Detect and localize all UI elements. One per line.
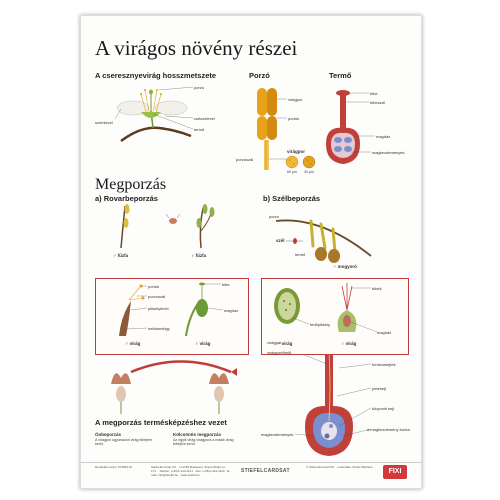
pollen-scale-2: 30 μm (304, 170, 315, 174)
stamen-heading: Porzó (249, 71, 270, 80)
wind-male-flower-text: virág (281, 341, 293, 346)
footer-order: Rendelési szám: 572863 10 (95, 465, 133, 469)
insect-detail-porzoszal: porzószál (148, 294, 166, 299)
fert-label-magkezd: magkezdemények (261, 432, 294, 437)
insect-detail-nektar: nektármirigy (148, 326, 170, 331)
fertilization-illustration (305, 347, 353, 456)
poster: A virágos növény részei A cseresznyevirá… (80, 15, 422, 489)
path-heading: A megporzás termésképzéshez vezet (95, 418, 227, 427)
insect-heading: a) Rovarbeporzás (95, 194, 158, 203)
willow-male-label: ♂ fűzfa (113, 253, 129, 258)
footer-brand: STIEFELCARDSAT (241, 468, 290, 474)
insect-detail-maghaz: magház (224, 308, 239, 313)
willow-female-label: ♀ fűzfa (191, 253, 207, 258)
wind-female-flower-text: virág (345, 341, 357, 346)
insect-male-flower: ♂ virág (125, 341, 141, 346)
fert-label-pete: petesejt (372, 386, 387, 391)
stamen-illustration (257, 88, 277, 170)
wind-label-porzo: porzó (269, 214, 280, 219)
footer-divider (81, 462, 421, 463)
cross-pollination-text: Az egyik virág virágpora a másik virág b… (173, 438, 234, 446)
insect-detail-box (95, 278, 249, 355)
wind-detail-maghaz: magház (377, 330, 392, 335)
pollination-heading: Megporzás (95, 176, 167, 193)
willow-female-text: fűzfa (195, 253, 207, 258)
self-pollination-title: Önbeporzás (95, 432, 122, 437)
wind-label-termo: termő (295, 252, 306, 257)
pistil-label-bibeszal: bibeszál (370, 100, 385, 105)
wind-mogyoro-text: mogyoró (337, 264, 357, 269)
insect-female-flower: ♀ virág (195, 341, 211, 346)
poster-title: A virágos növény részei (95, 36, 298, 60)
wind-detail-fedo: fedőpikkely (310, 322, 331, 327)
pollen-scale-1: 60 μm (287, 170, 298, 174)
cherry-label-csesze: csészelevél (194, 116, 215, 121)
pistil-illustration (326, 90, 360, 164)
cherry-label-termo: termő (194, 127, 205, 132)
cross-pollination-title: Kölcsönös megporzás (173, 432, 222, 437)
wind-detail-bibek: bibék (372, 286, 382, 291)
stamen-label-viragpor: virágpor (288, 97, 303, 102)
wind-heading: b) Szélbeporzás (263, 194, 321, 203)
cherry-label-szirom: szirmlevél (95, 120, 113, 125)
pistil-label-magkezdemeny: magkezdemények (372, 150, 405, 155)
pistil-label-maghaz: magház (376, 134, 391, 139)
fert-label-viragpor: virágpor (267, 340, 282, 345)
wind-male-flower: ♂ virág (277, 341, 293, 346)
willow-male-text: fűzfa (117, 253, 129, 258)
hazel-branch-wind (275, 219, 372, 263)
fert-label-burok: a magkezdemény burka (367, 427, 410, 432)
willow-branches-insect (120, 204, 215, 249)
self-cross-diagram (111, 360, 237, 414)
insect-detail-pikkely: pikkelylevél (148, 306, 169, 311)
insect-male-flower-text: virág (129, 341, 141, 346)
stamen-label-portok: portok (288, 116, 300, 121)
stamen-label-porzoszal: porzószál (236, 157, 254, 162)
insect-detail-portok: portok (148, 284, 160, 289)
fert-label-kozponti: központi sejt (372, 406, 395, 411)
fert-label-himivar: hímivarsejtek (372, 362, 396, 367)
pistil-heading: Termő (329, 71, 352, 80)
insect-female-flower-text: virág (199, 341, 211, 346)
wind-female-flower: ♀ virág (341, 341, 357, 346)
cherry-flower-illustration (116, 89, 192, 143)
pollen-label: virágpor (287, 149, 306, 154)
insect-detail-bibe: bibe (222, 282, 230, 287)
fert-label-tomlo: virágportömlő (267, 350, 292, 355)
footer-publisher: Stiefel Eurocart Kft. · H-1155 Budapest,… (151, 465, 231, 477)
wind-label-szel: szél (276, 238, 285, 243)
fixi-logo: FIXI (383, 465, 407, 479)
self-pollination-text: A virágpor ugyanazon virág bibéjére kerü… (95, 438, 153, 446)
cherry-heading: A cseresznyevirág hosszmetszete (95, 71, 217, 80)
cherry-label-porzo: porzó (194, 85, 205, 90)
footer-credits: © Stiefel Eurocart Kft. · Lektorálta: Sz… (306, 465, 373, 469)
wind-label-mogyoro: ♂ mogyoró (333, 264, 357, 269)
pistil-label-bibe: bibe (370, 91, 378, 96)
